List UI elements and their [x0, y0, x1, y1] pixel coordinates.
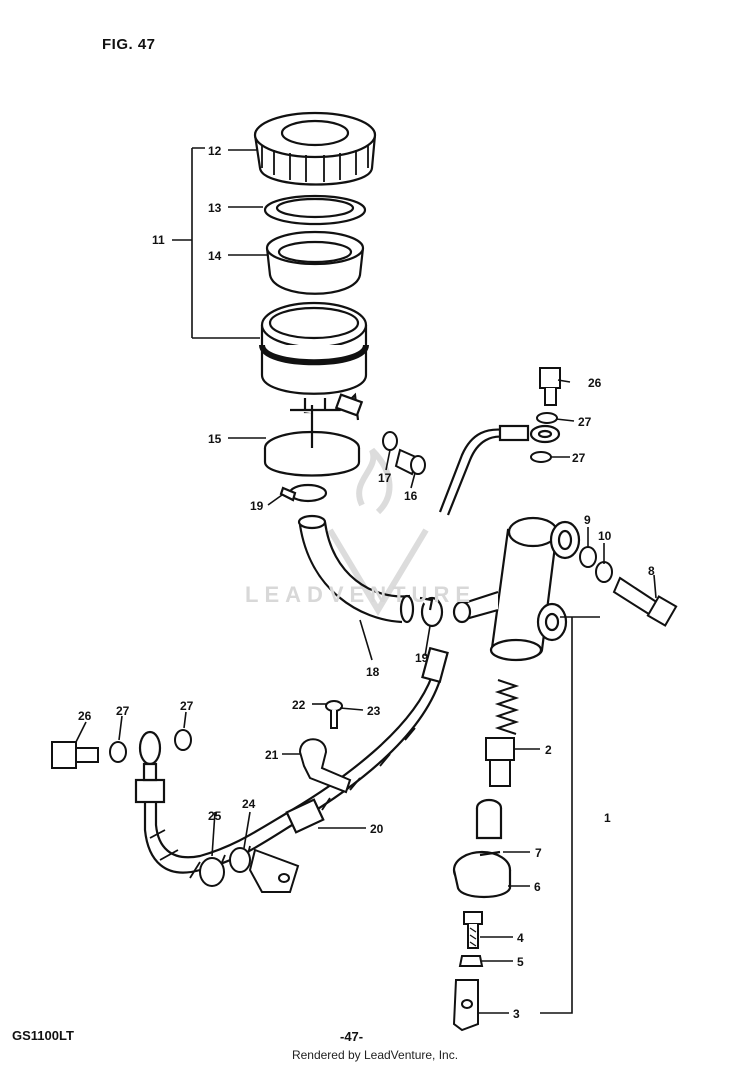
callout-15: 15 — [208, 432, 222, 446]
callout-19-lower: 19 — [415, 651, 429, 665]
watermark-text: LEADVENTURE — [245, 582, 477, 607]
master-cylinder — [452, 516, 581, 662]
diaphragm-plate — [263, 194, 367, 226]
watermark-logo — [327, 447, 429, 616]
hose-grommet-and-bracket — [199, 847, 300, 893]
hose-clamp-upper — [279, 483, 328, 503]
callout-8: 8 — [648, 564, 655, 578]
page-number: -47- — [340, 1029, 364, 1044]
callout-6: 6 — [534, 880, 541, 894]
push-rod — [452, 911, 484, 1032]
callout-22: 22 — [292, 698, 306, 712]
callout-10: 10 — [598, 529, 612, 543]
callout-20: 20 — [370, 822, 384, 836]
reservoir-hose — [297, 514, 415, 624]
union-bolt-lower — [51, 729, 192, 769]
callout-27-lower-a: 27 — [116, 704, 130, 718]
callout-7: 7 — [535, 846, 542, 860]
piston-spring — [485, 679, 520, 787]
reservoir-cap — [253, 111, 377, 186]
callout-3: 3 — [513, 1007, 520, 1021]
piston-assembly — [452, 798, 512, 898]
reservoir-body — [259, 301, 369, 414]
union-bolt-upper — [530, 367, 561, 463]
mount-bolt-and-washers — [579, 546, 678, 627]
callout-19-upper: 19 — [250, 499, 264, 513]
figure-title: FIG. 47 — [102, 36, 156, 53]
hose-clamp-21 — [298, 700, 352, 794]
diaphragm — [265, 230, 365, 295]
callout-27-upper-a: 27 — [578, 415, 592, 429]
brake-hose — [134, 646, 449, 879]
callout-24: 24 — [242, 797, 256, 811]
callout-16: 16 — [404, 489, 418, 503]
brake-line-upper — [438, 424, 561, 516]
callout-2: 2 — [545, 743, 552, 757]
callout-1: 1 — [604, 811, 611, 825]
callout-26-lower: 26 — [78, 709, 92, 723]
hose-clamp-lower — [419, 596, 444, 628]
callout-25: 25 — [208, 809, 222, 823]
callout-13: 13 — [208, 201, 222, 215]
callout-11: 11 — [152, 233, 165, 247]
callout-5: 5 — [517, 955, 524, 969]
callout-26-upper: 26 — [588, 376, 602, 390]
callout-14: 14 — [208, 249, 222, 263]
callout-27-lower-b: 27 — [180, 699, 194, 713]
callout-4: 4 — [517, 931, 524, 945]
leader-lines — [75, 147, 657, 1014]
model-code: GS1100LT — [12, 1028, 74, 1043]
reservoir-bracket — [263, 392, 364, 477]
rendered-by-footer: Rendered by LeadVenture, Inc. — [291, 1048, 459, 1062]
callout-21: 21 — [265, 748, 279, 762]
callout-9: 9 — [584, 513, 591, 527]
callout-12: 12 — [208, 144, 222, 158]
callout-27-upper-b: 27 — [572, 451, 586, 465]
callout-23: 23 — [367, 704, 381, 718]
callout-18: 18 — [366, 665, 380, 679]
callout-17: 17 — [378, 471, 392, 485]
